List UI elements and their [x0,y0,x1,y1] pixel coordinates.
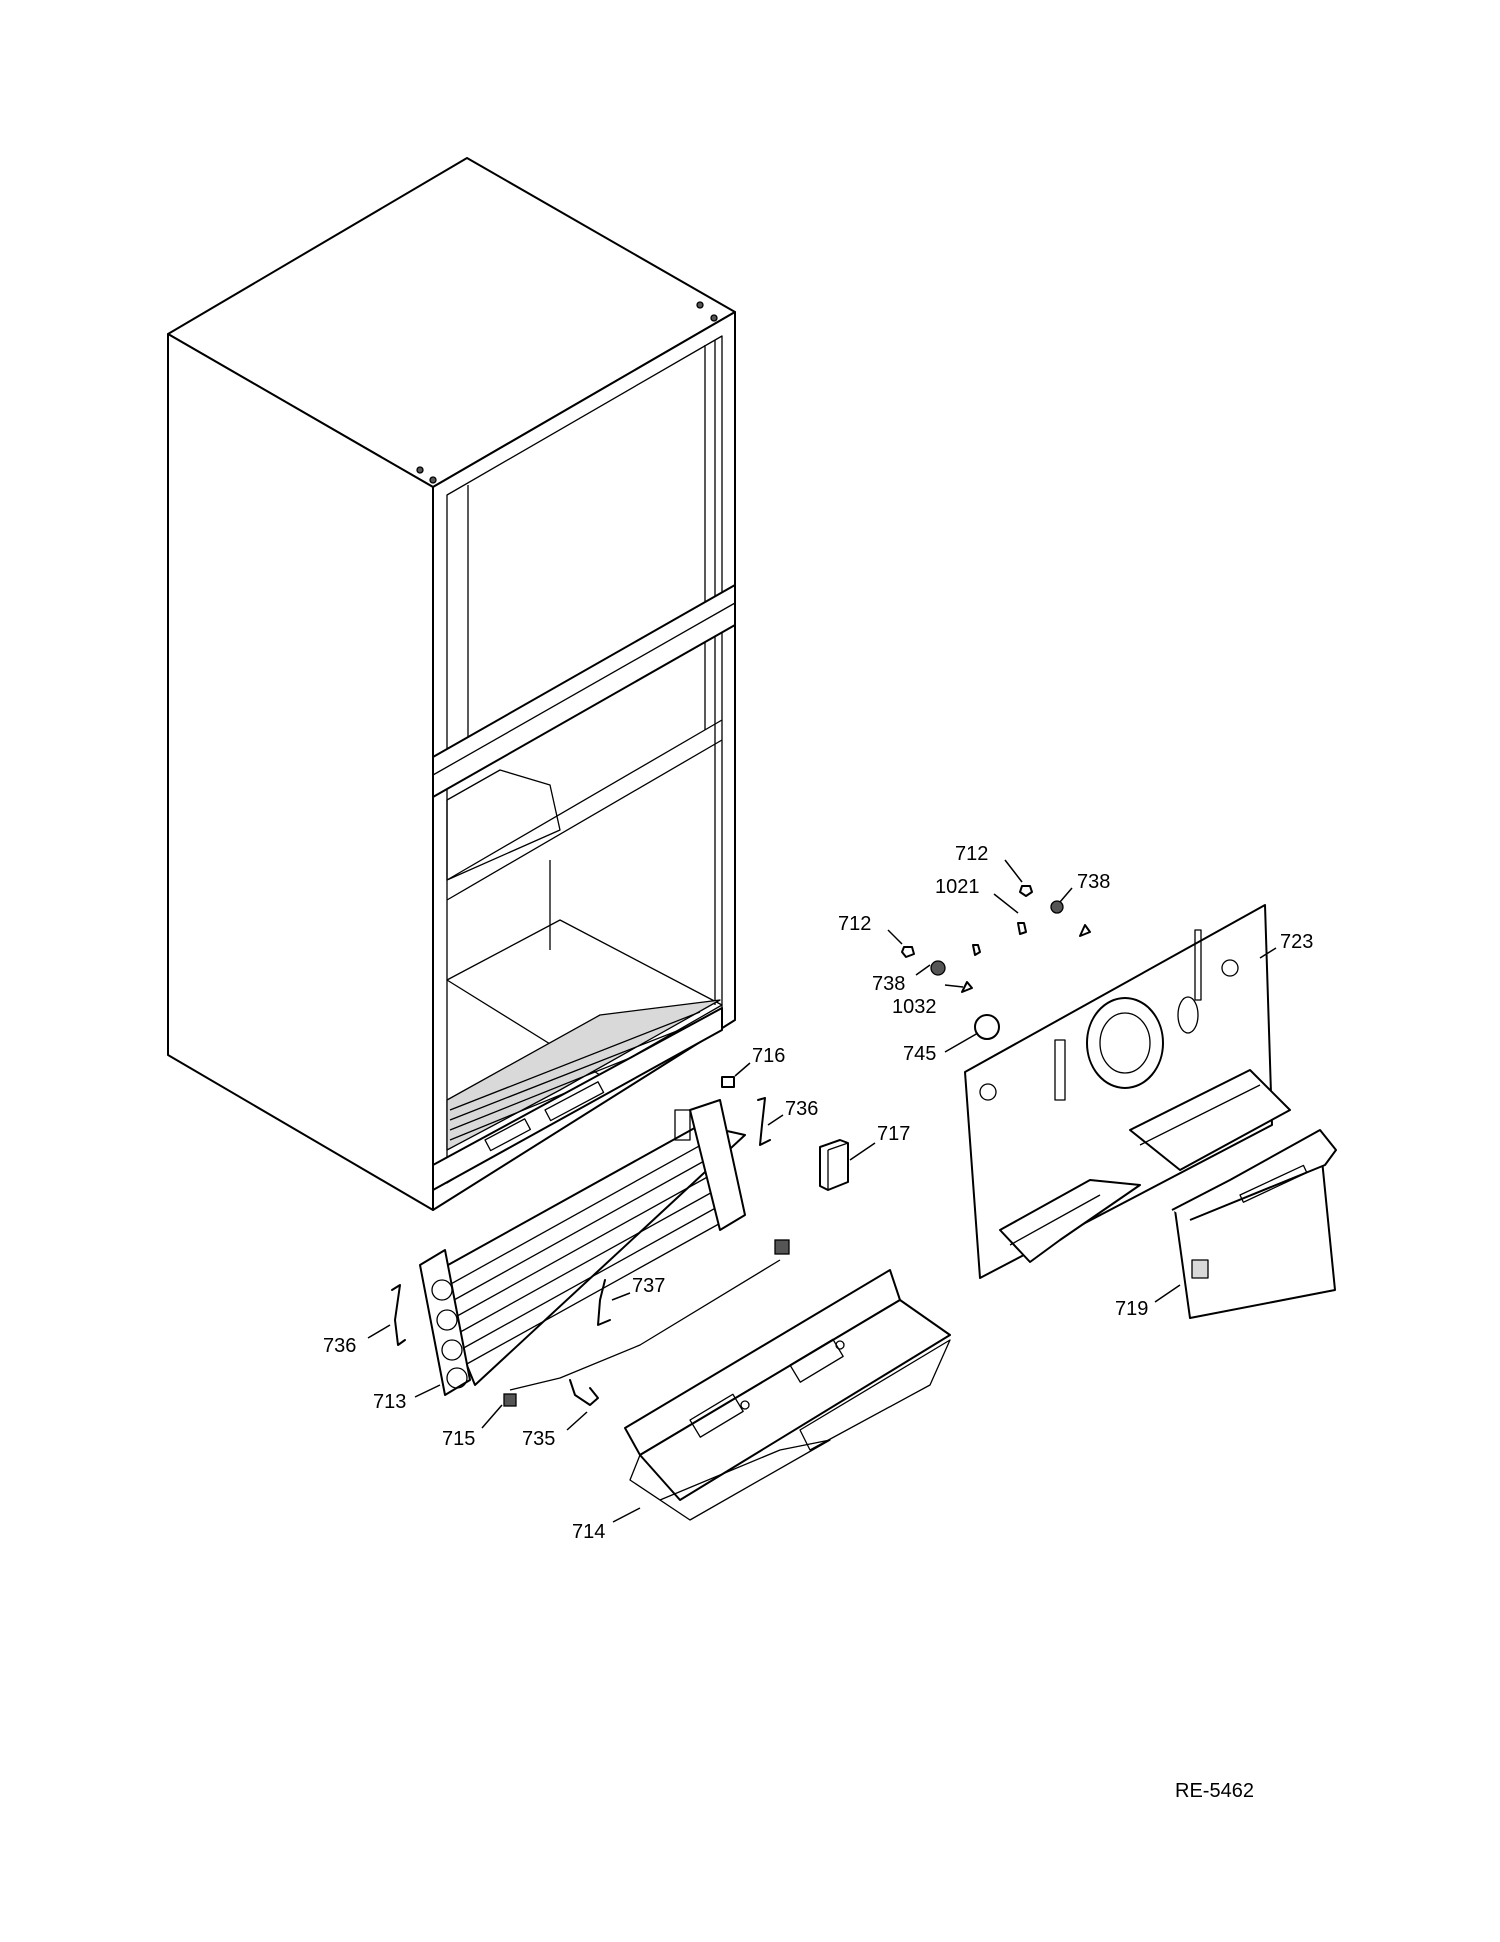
drain-pan [624,1269,951,1521]
callout-1032: 1032 [892,996,937,1018]
callout-719: 719 [1115,1298,1148,1320]
callout-723: 723 [1280,931,1313,953]
callout-737: 737 [632,1275,665,1297]
callout-716: 716 [752,1045,785,1067]
refrigerator-cabinet [167,157,736,1211]
callout-712-top: 712 [955,843,988,865]
part-715-connector [503,1393,517,1407]
fan-hardware [901,885,1091,1040]
fan-shroud-panel [964,904,1291,1279]
callout-714: 714 [572,1521,605,1543]
condenser-coil [419,1099,790,1396]
callout-712-left: 712 [838,913,871,935]
callout-715: 715 [442,1428,475,1450]
callout-745: 745 [903,1043,936,1065]
callout-717: 717 [877,1123,910,1145]
part-736-clip-lower [391,1284,406,1346]
callout-738-left: 738 [872,973,905,995]
callout-1021: 1021 [935,876,980,898]
part-717-block [819,1139,849,1191]
callout-labels: 712 1021 738 712 738 1032 723 745 716 73… [323,843,1313,1802]
callout-736-upper: 736 [785,1098,818,1120]
callout-736-lower: 736 [323,1335,356,1357]
callout-713: 713 [373,1391,406,1413]
part-735-bracket [569,1379,599,1406]
grille-cover [1171,1129,1337,1319]
part-716-clip [721,1076,735,1088]
callout-738-top: 738 [1077,871,1110,893]
part-736-clip-upper [757,1097,771,1146]
part-737-clip [597,1279,611,1326]
diagram-reference-code: RE-5462 [1175,1780,1254,1802]
callout-735: 735 [522,1428,555,1450]
leader-lines [367,859,1277,1523]
